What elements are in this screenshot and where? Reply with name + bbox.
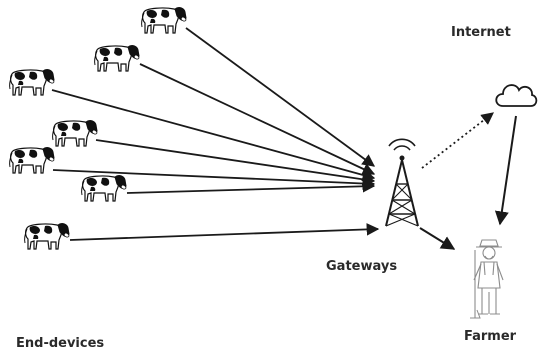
uplink-arrow: [95, 139, 376, 186]
internet-to-farmer-arrow: [494, 115, 517, 226]
cow-icon: [24, 222, 70, 250]
end-devices-label: End-devices: [16, 336, 105, 351]
gateway-to-internet-arrow: [421, 112, 494, 169]
cow-icon: [9, 68, 55, 96]
gateways-label: Gateways: [326, 259, 398, 274]
gateway-to-farmer-arrow: [419, 227, 456, 250]
uplink-arrows: [51, 27, 380, 241]
uplink-arrow: [139, 63, 376, 175]
cow-icon: [9, 146, 55, 174]
antenna-tower-icon: [385, 138, 419, 227]
uplink-arrow: [52, 169, 376, 190]
uplink-arrow: [126, 180, 376, 194]
farmer-icon: [470, 239, 504, 319]
cloud-icon: [495, 84, 538, 107]
uplink-arrow: [51, 89, 376, 182]
cow-icon: [94, 44, 140, 72]
uplink-arrow: [185, 27, 376, 167]
cow-icon: [52, 119, 98, 147]
uplink-arrow: [69, 223, 380, 241]
cow-icon: [81, 174, 127, 202]
internet-label: Internet: [451, 25, 511, 40]
cow-icon: [141, 6, 187, 34]
farmer-label: Farmer: [464, 329, 517, 344]
